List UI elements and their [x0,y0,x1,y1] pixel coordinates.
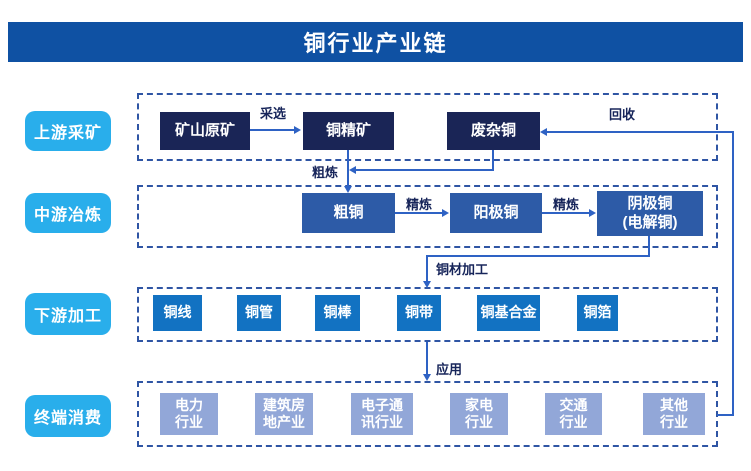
title-bar: 铜行业产业链 [8,22,743,62]
connector-beneficiation [250,129,296,131]
flow-label-copper-processing: 铜材加工 [436,262,489,277]
page-title: 铜行业产业链 [303,31,448,56]
stage-pill-downstream: 下游加工 [25,293,111,335]
box-cathode-copper: 阴极铜 (电解铜) [597,191,703,236]
box-scrap-copper: 废杂铜 [447,112,540,150]
connector-scrap-left [356,169,494,171]
connector-processing-down [426,255,428,282]
arrowhead-to-crude-copper [344,186,352,193]
stage-pill-upstream: 上游采矿 [25,111,111,151]
box-transportation: 交通 行业 [545,393,602,435]
arrowhead-refining-2 [589,209,596,217]
stage-pill-midstream: 中游冶炼 [25,193,111,233]
connector-recycle-top [546,131,734,133]
midstream-dashed-region [137,185,718,248]
box-copper-alloy: 铜基合金 [477,295,540,331]
box-copper-tube: 铜管 [237,295,281,331]
box-copper-foil: 铜箔 [577,295,618,331]
box-copper-rod: 铜棒 [315,295,360,331]
box-anode-copper: 阳极铜 [450,193,542,233]
box-copper-concentrate: 铜精矿 [303,112,394,150]
connector-application-down [426,342,428,375]
connector-recycle-vertical [732,132,734,416]
box-power-industry: 电力 行业 [160,393,218,435]
flow-label-crude-smelting: 粗炼 [311,165,338,180]
downstream-dashed-region [137,287,718,342]
upstream-dashed-region [137,93,718,161]
arrowhead-refining-1 [442,209,449,217]
flow-label-recycling: 回收 [608,107,635,122]
box-other-industries: 其他 行业 [643,393,705,435]
connector-recycle-bottom [717,414,734,416]
flow-label-refining-2: 精炼 [552,197,579,212]
connector-refining-2 [542,212,591,214]
flow-label-refining-1: 精炼 [405,197,432,212]
arrowhead-processing [423,281,431,288]
connector-scrap-down [492,150,494,171]
arrowhead-scrap-merge [349,166,356,174]
box-copper-strip: 铜带 [397,295,441,331]
connector-concentrate-down [347,150,349,187]
flow-label-application: 应用 [436,362,463,377]
connector-refining-1 [395,212,444,214]
arrowhead-recycle [540,128,547,136]
box-crude-copper: 粗铜 [302,193,395,233]
flow-label-beneficiation: 采选 [259,106,286,121]
arrowhead-application [423,374,431,381]
box-copper-wire: 铜线 [153,295,202,331]
box-electronics-telecom: 电子通 讯行业 [351,393,413,435]
connector-processing-horizontal [426,255,650,257]
box-home-appliance: 家电 行业 [450,393,508,435]
box-construction-realestate: 建筑房 地产业 [255,393,313,435]
box-mine-ore: 矿山原矿 [160,112,250,150]
stage-pill-terminal: 终端消费 [25,395,111,437]
terminal-dashed-region [137,381,718,447]
connector-cathode-down [648,236,650,257]
arrowhead-beneficiation [294,126,301,134]
